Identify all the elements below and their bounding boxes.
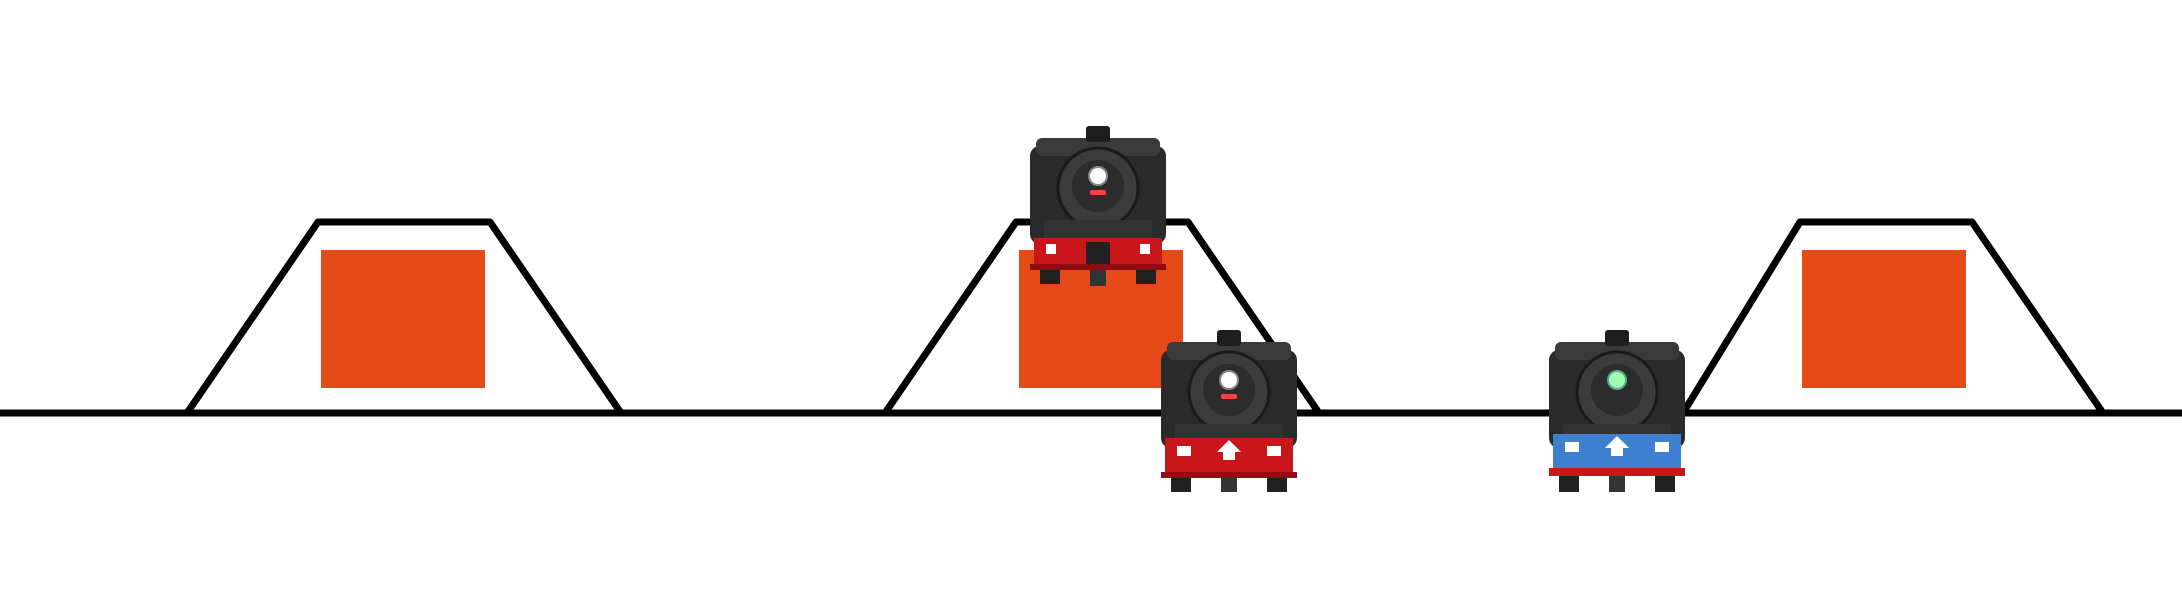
steam-locomotive-icon: [1161, 330, 1297, 492]
station-1-platform: [184, 218, 624, 415]
station-3[interactable]: [1680, 218, 2106, 415]
station-3-block[interactable]: [1802, 250, 1966, 388]
locomotive-3[interactable]: [1545, 328, 1689, 494]
station-1-block[interactable]: [321, 250, 485, 388]
locomotive-2[interactable]: [1157, 328, 1301, 494]
steam-locomotive-icon: [1549, 330, 1685, 492]
station-3-platform: [1680, 218, 2106, 415]
steam-locomotive-icon: [1030, 126, 1166, 286]
locomotive-1[interactable]: [1026, 124, 1170, 290]
station-1[interactable]: [184, 218, 624, 415]
